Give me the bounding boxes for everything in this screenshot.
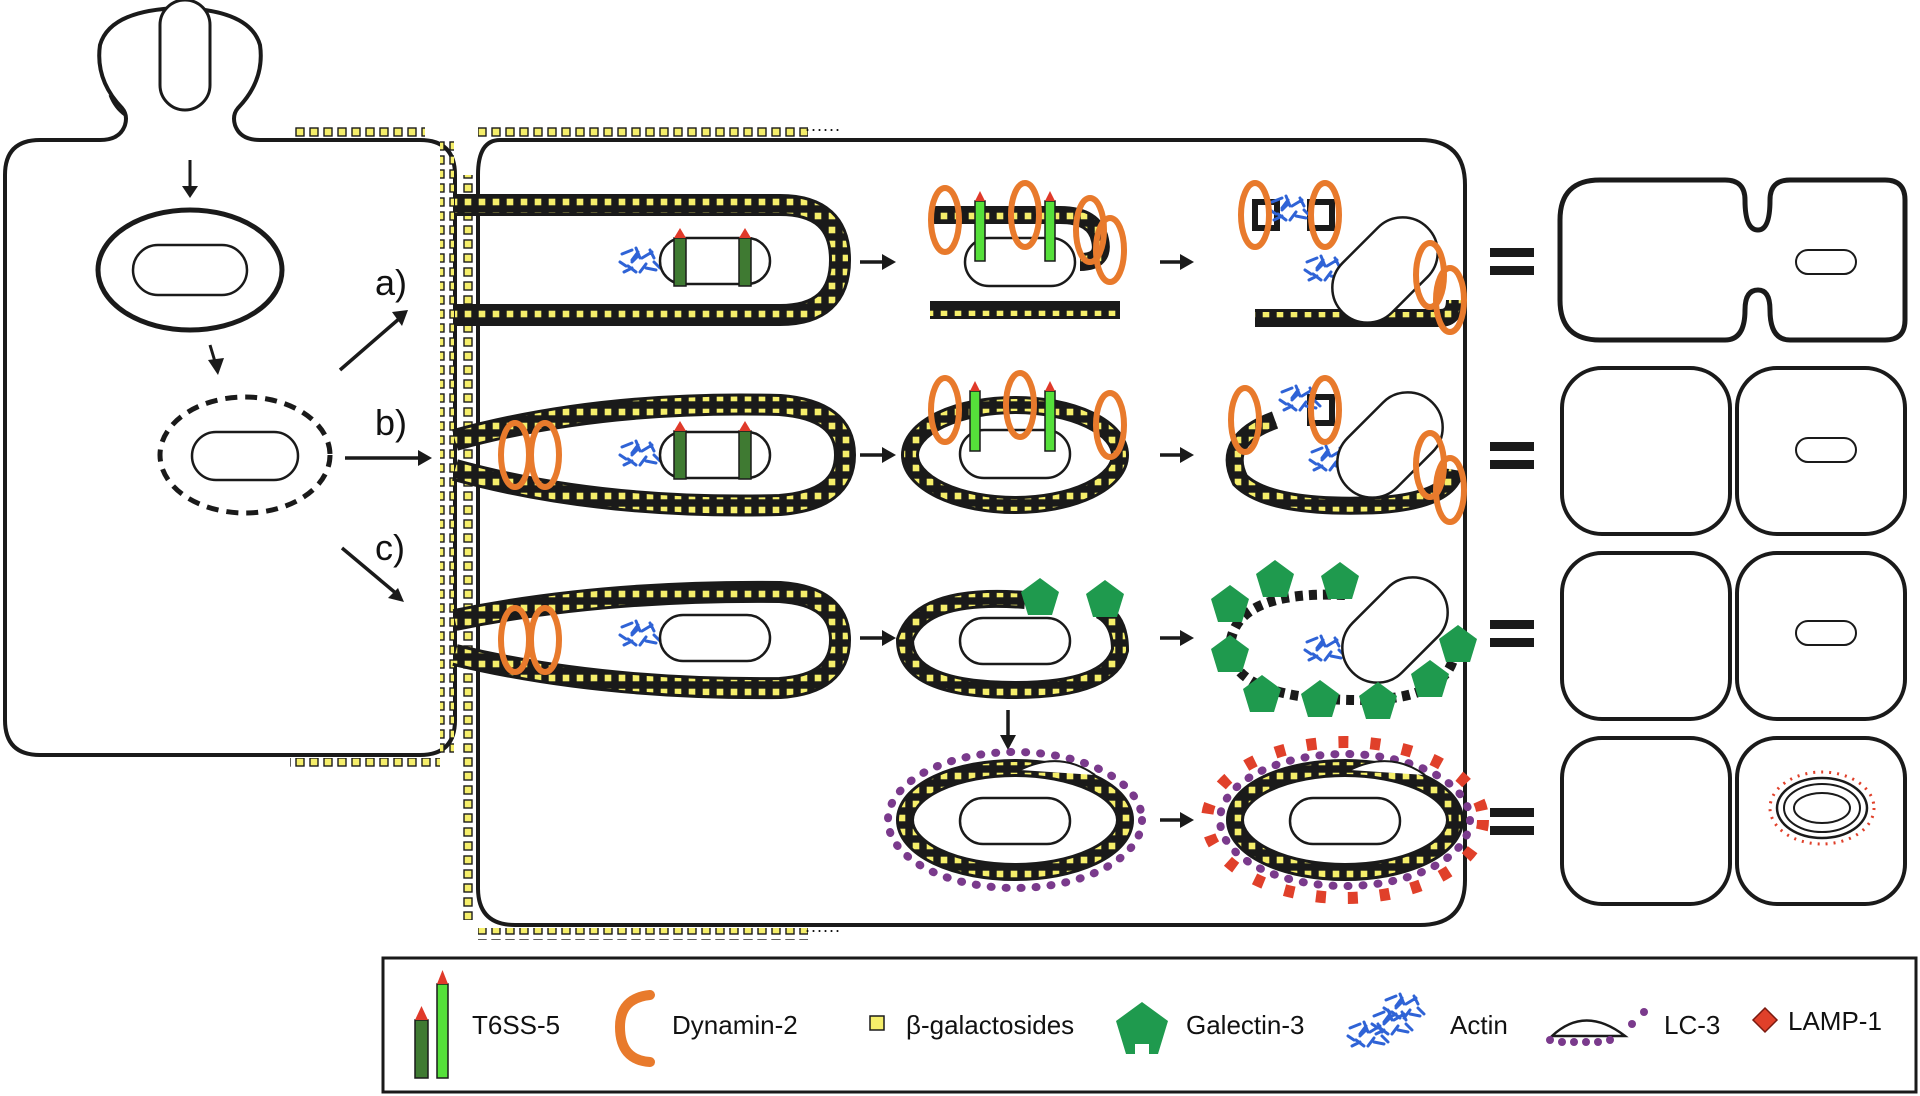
row-d-autophagy-step1 (884, 748, 1194, 892)
legend-label-lc3: LC-3 (1664, 1010, 1720, 1040)
host-cell-left: a) b) c) (3, 0, 457, 770)
bacterium-cytosolic (190, 430, 300, 482)
galectin-icon (1116, 1002, 1168, 1054)
legend-label-galectin3: Galectin-3 (1186, 1010, 1305, 1040)
legend-label-bgal: β-galactosides (906, 1010, 1074, 1040)
dynamin-icon (614, 990, 655, 1067)
pathway-label-a: a) (375, 262, 407, 303)
equals-signs (1490, 248, 1534, 835)
row-c-rupture-step2 (1211, 560, 1477, 719)
svg-text:......: ...... (805, 916, 841, 936)
outcome-fused-cell (1557, 177, 1908, 343)
legend-label-dynamin2: Dynamin-2 (672, 1010, 798, 1040)
lamp1-icon (1751, 1006, 1779, 1034)
outcome-separated-cells (1560, 366, 1907, 906)
legend-item-lamp1: LAMP-1 (1751, 1006, 1882, 1036)
legend-label-lamp1: LAMP-1 (1788, 1006, 1882, 1036)
legend-item-lc3: LC-3 (1546, 1008, 1720, 1046)
row-c-protrusion (452, 580, 896, 700)
pathway-label-c: c) (375, 527, 405, 568)
legend-item-bgal: β-galactosides (869, 1010, 1074, 1040)
beta-galactoside-icon (869, 1015, 885, 1031)
svg-text:......: ...... (805, 115, 841, 135)
row-d-autophagy-step2 (1201, 736, 1489, 904)
row-b-fusion-step1 (901, 373, 1194, 514)
legend-label-actin: Actin (1450, 1010, 1508, 1040)
legend-item-galectin3: Galectin-3 (1116, 1002, 1305, 1054)
row-a-protrusion (455, 194, 896, 326)
legend-item-t6ss5: T6SS-5 (414, 970, 560, 1079)
legend: T6SS-5 Dynamin-2 β-galactosides Galectin… (381, 956, 1918, 1094)
row-a-fusion-step1 (930, 183, 1194, 319)
bacterium-in-vacuole (131, 243, 249, 297)
row-b-fusion-step2 (1225, 378, 1464, 522)
legend-item-dynamin2: Dynamin-2 (614, 990, 798, 1067)
lc3-icon (1548, 1019, 1629, 1038)
legend-label-t6ss5: T6SS-5 (472, 1010, 560, 1040)
legend-item-actin: Actin (1346, 992, 1508, 1048)
row-b-protrusion (452, 393, 896, 517)
pathway-label-b: b) (375, 402, 407, 443)
row-a-fusion-step2 (1241, 183, 1464, 337)
row-c-rupture-step1 (895, 578, 1194, 750)
host-cell-right: ...... ...... (460, 115, 1467, 940)
bacterium-entering (158, 0, 212, 112)
